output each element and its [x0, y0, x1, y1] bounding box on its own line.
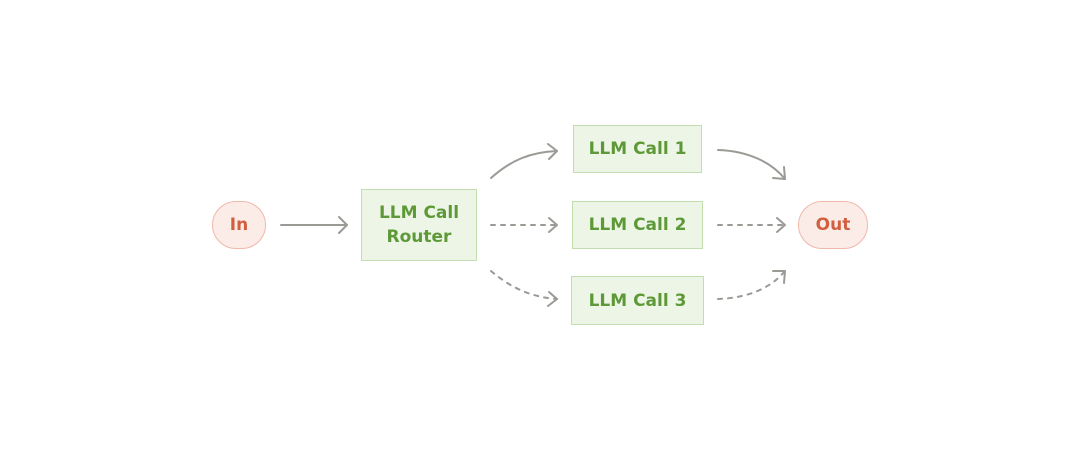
- input-node-label: In: [229, 215, 249, 235]
- edge-router-to-call1: [490, 143, 558, 179]
- output-node-label: Out: [815, 215, 851, 235]
- edge-call3-to-out: [717, 270, 786, 300]
- edge-router-to-call3: [490, 270, 558, 307]
- llm-call-1-label: LLM Call 1: [588, 139, 687, 159]
- llm-call-3-node: LLM Call 3: [571, 276, 704, 325]
- router-node: LLM Call Router: [361, 189, 477, 261]
- edge-call1-to-out: [717, 149, 786, 180]
- edge-in-to-router: [280, 216, 348, 234]
- router-node-label-line1: LLM Call: [378, 203, 460, 223]
- llm-call-2-node: LLM Call 2: [572, 201, 703, 249]
- llm-call-1-node: LLM Call 1: [573, 125, 702, 173]
- output-node: Out: [798, 201, 868, 249]
- llm-call-2-label: LLM Call 2: [588, 215, 687, 235]
- edge-call2-to-out: [717, 217, 786, 233]
- input-node: In: [212, 201, 266, 249]
- llm-call-3-label: LLM Call 3: [588, 290, 687, 311]
- edge-router-to-call2: [490, 217, 558, 233]
- router-node-label-line2: Router: [386, 227, 452, 247]
